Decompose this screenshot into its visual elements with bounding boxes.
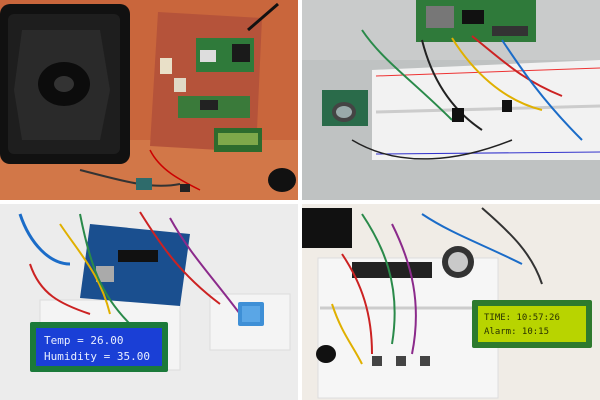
push-button: [396, 356, 406, 366]
photo-rtc-alarm-clock: TIME: 10:57:26 Alarm: 10:15: [302, 204, 600, 400]
speaker-circuit-illustration: [0, 0, 298, 200]
photo-temp-humidity-arduino: Temp = 26.00 Humidity = 35.00: [0, 204, 298, 400]
lcd-line-alarm: Alarm: 10:15: [484, 327, 549, 337]
ic-chip: [352, 262, 432, 278]
arduino-board: [80, 224, 190, 306]
rtc-alarm-illustration: TIME: 10:57:26 Alarm: 10:15: [302, 204, 600, 400]
lcd-temp-humidity: Temp = 26.00 Humidity = 35.00: [30, 322, 168, 372]
raspberry-breadboard-illustration: [302, 0, 600, 200]
breadboard-alarm: [317, 257, 499, 399]
push-button: [420, 356, 430, 366]
raspberry-pi-board: [416, 0, 536, 42]
photo-raspberry-pi-breadboard: [302, 0, 600, 200]
sensor-small: [136, 178, 152, 190]
photo-speaker-circuit: [0, 0, 298, 200]
arduino-edge: [302, 208, 352, 248]
lcd-screen-blue: [36, 328, 162, 366]
buzzer: [268, 168, 296, 192]
buzzer-alarm: [316, 345, 336, 363]
lcd-line-time: TIME: 10:57:26: [484, 313, 560, 323]
temp-humidity-illustration: Temp = 26.00 Humidity = 35.00: [0, 204, 298, 400]
wooden-board: [150, 2, 279, 152]
lcd-screen-green: [478, 306, 586, 342]
lcd-alarm-clock: TIME: 10:57:26 Alarm: 10:15: [472, 300, 592, 348]
lcd-line-humidity: Humidity = 35.00: [44, 350, 150, 363]
push-button: [372, 356, 382, 366]
lcd-line-temp: Temp = 26.00: [44, 334, 123, 347]
rtc-sensor-module: [322, 90, 368, 126]
speaker-box: [0, 4, 130, 164]
breadboard: [372, 60, 600, 160]
